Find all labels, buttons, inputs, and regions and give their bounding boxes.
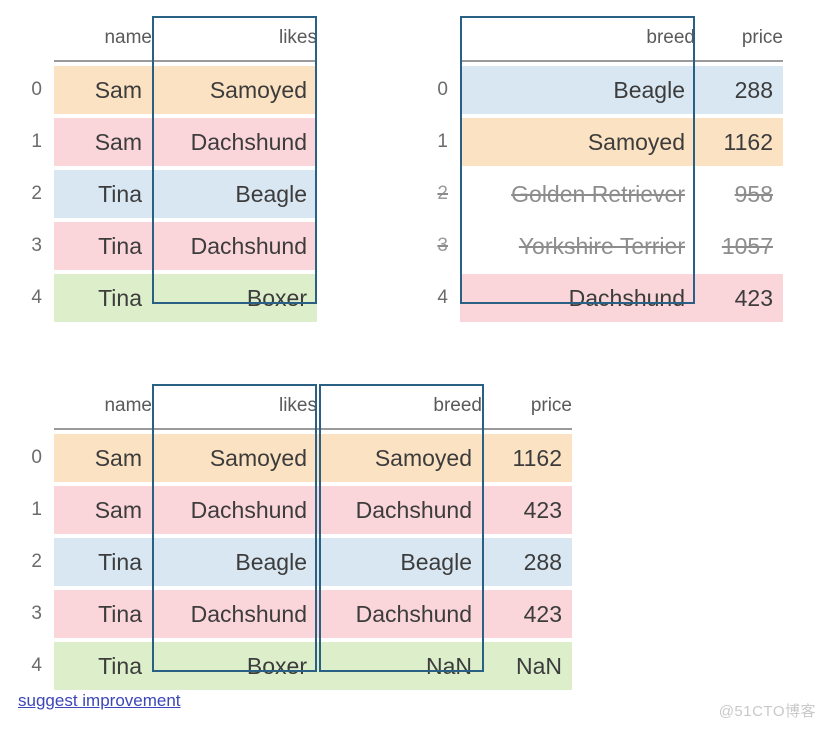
row-index: 4	[31, 655, 42, 676]
cell-name: Sam	[54, 486, 152, 534]
right-column-header-breed: breed	[460, 16, 695, 62]
row-index: 2	[31, 551, 42, 572]
right-dataframe-table: breed price 0 Beagle 288 1 Samoyed 1162 …	[428, 16, 783, 322]
cell-breed: Dachshund	[460, 274, 695, 322]
cell-breed: Dachshund	[317, 486, 482, 534]
row-index: 0	[31, 79, 42, 100]
right-column-header-price: price	[695, 16, 783, 62]
table-row-dropped: 3 Yorkshire Terrier 1057	[428, 222, 783, 270]
cell-name: Tina	[54, 222, 152, 270]
row-index: 0	[437, 79, 448, 100]
cell-likes: Samoyed	[152, 434, 317, 482]
merged-column-header-likes: likes	[152, 384, 317, 430]
table-row: 0 Sam Samoyed	[18, 66, 317, 114]
merged-column-header-name: name	[54, 384, 152, 430]
merged-index-header	[18, 384, 54, 429]
cell-breed: Beagle	[460, 66, 695, 114]
row-index: 1	[31, 131, 42, 152]
table-row: 2 Tina Beagle	[18, 170, 317, 218]
cell-price: 1162	[695, 118, 783, 166]
table-row: 4 Tina Boxer	[18, 274, 317, 322]
row-index: 3	[437, 235, 448, 256]
cell-name: Sam	[54, 118, 152, 166]
row-index: 2	[437, 183, 448, 204]
table-row: 1 Sam Dachshund Dachshund 423	[18, 486, 572, 534]
table-row: 4 Dachshund 423	[428, 274, 783, 322]
cell-name: Sam	[54, 66, 152, 114]
merged-header-row: name likes breed price	[18, 384, 572, 430]
merged-table-body: 0 Sam Samoyed Samoyed 1162 1 Sam Dachshu…	[18, 429, 572, 690]
cell-price: NaN	[482, 642, 572, 690]
left-header-row: name likes	[18, 16, 317, 62]
cell-price: 1057	[695, 222, 783, 270]
cell-name: Tina	[54, 170, 152, 218]
cell-likes: Samoyed	[152, 66, 317, 114]
watermark: @51CTO博客	[718, 703, 816, 720]
table-row: 2 Tina Beagle Beagle 288	[18, 538, 572, 586]
left-index-header	[18, 16, 54, 61]
cell-likes: Beagle	[152, 538, 317, 586]
cell-likes: Boxer	[152, 642, 317, 690]
cell-likes: Dachshund	[152, 118, 317, 166]
cell-likes: Boxer	[152, 274, 317, 322]
table-row: 0 Sam Samoyed Samoyed 1162	[18, 434, 572, 482]
cell-breed: Samoyed	[460, 118, 695, 166]
right-index-header	[428, 16, 460, 61]
cell-price: 288	[482, 538, 572, 586]
row-index: 3	[31, 235, 42, 256]
cell-breed: Golden Retriever	[460, 170, 695, 218]
cell-name: Tina	[54, 274, 152, 322]
suggest-improvement-link[interactable]: suggest improvement	[18, 691, 181, 710]
cell-likes: Beagle	[152, 170, 317, 218]
row-index: 1	[31, 499, 42, 520]
left-dataframe: name likes 0 Sam Samoyed 1 Sam Dachshund…	[18, 16, 317, 322]
right-table-body: 0 Beagle 288 1 Samoyed 1162 2 Golden Ret…	[428, 61, 783, 322]
table-row: 1 Sam Dachshund	[18, 118, 317, 166]
cell-price: 423	[695, 274, 783, 322]
row-index: 4	[437, 287, 448, 308]
table-row: 0 Beagle 288	[428, 66, 783, 114]
cell-likes: Dachshund	[152, 222, 317, 270]
cell-likes: Dachshund	[152, 590, 317, 638]
left-table-body: 0 Sam Samoyed 1 Sam Dachshund 2 Tina Bea…	[18, 61, 317, 322]
left-column-header-likes: likes	[152, 16, 317, 62]
table-row: 4 Tina Boxer NaN NaN	[18, 642, 572, 690]
cell-name: Tina	[54, 538, 152, 586]
row-index: 1	[437, 131, 448, 152]
cell-price: 1162	[482, 434, 572, 482]
table-row-dropped: 2 Golden Retriever 958	[428, 170, 783, 218]
cell-name: Tina	[54, 642, 152, 690]
cell-likes: Dachshund	[152, 486, 317, 534]
left-dataframe-table: name likes 0 Sam Samoyed 1 Sam Dachshund…	[18, 16, 317, 322]
cell-price: 288	[695, 66, 783, 114]
cell-breed: Beagle	[317, 538, 482, 586]
left-column-header-name: name	[54, 16, 152, 62]
table-row: 1 Samoyed 1162	[428, 118, 783, 166]
table-row: 3 Tina Dachshund	[18, 222, 317, 270]
cell-breed: Samoyed	[317, 434, 482, 482]
row-index: 0	[31, 447, 42, 468]
cell-name: Tina	[54, 590, 152, 638]
row-index: 4	[31, 287, 42, 308]
right-header-row: breed price	[428, 16, 783, 62]
table-row: 3 Tina Dachshund Dachshund 423	[18, 590, 572, 638]
right-dataframe: breed price 0 Beagle 288 1 Samoyed 1162 …	[428, 16, 783, 322]
cell-breed: Yorkshire Terrier	[460, 222, 695, 270]
merged-dataframe-table: name likes breed price 0 Sam Samoyed Sam…	[18, 384, 572, 690]
merged-column-header-price: price	[482, 384, 572, 430]
cell-name: Sam	[54, 434, 152, 482]
cell-price: 423	[482, 590, 572, 638]
cell-price: 423	[482, 486, 572, 534]
merged-dataframe: name likes breed price 0 Sam Samoyed Sam…	[18, 384, 572, 690]
cell-breed: NaN	[317, 642, 482, 690]
row-index: 2	[31, 183, 42, 204]
cell-breed: Dachshund	[317, 590, 482, 638]
row-index: 3	[31, 603, 42, 624]
merged-column-header-breed: breed	[317, 384, 482, 430]
cell-price: 958	[695, 170, 783, 218]
